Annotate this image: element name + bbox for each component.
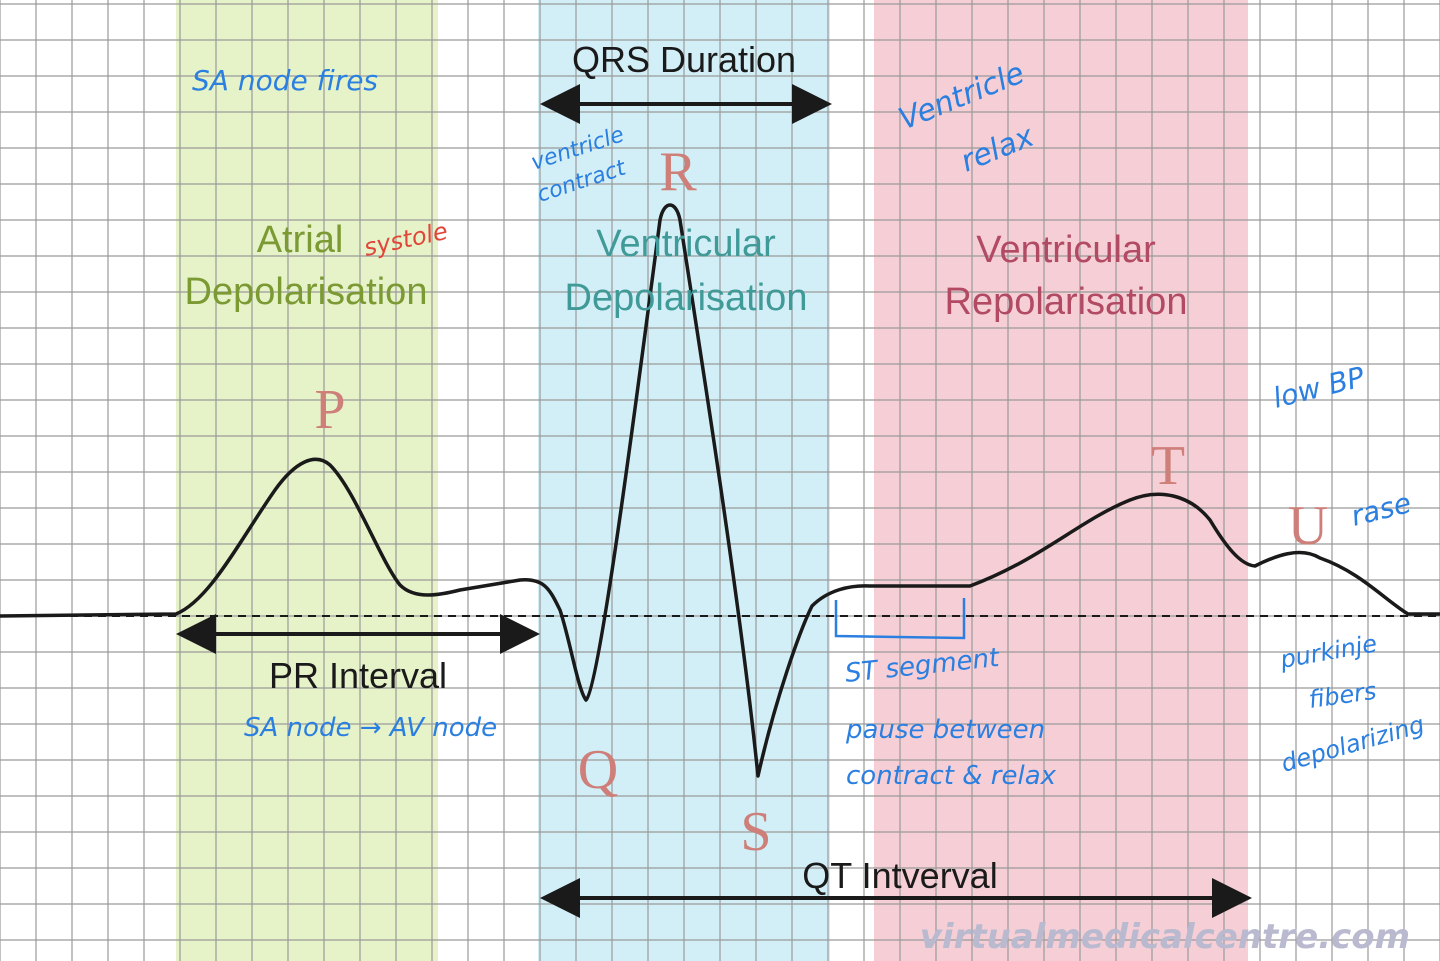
atrial-title-line2: Depolarisation [185, 271, 428, 313]
qt-interval-label: QT Intverval [802, 855, 997, 896]
atrial-title-line1: Atrial [257, 219, 344, 261]
ventricular-repol-title-line1: Ventricular [976, 229, 1156, 271]
wave-label-r: R [659, 141, 697, 203]
atrial-depolarisation-band [176, 0, 438, 961]
wave-label-p: P [314, 379, 345, 441]
qrs-duration-label: QRS Duration [572, 39, 796, 80]
annotation-purkinje-line2: fibers [1307, 677, 1378, 714]
annotation-sa-node-fires: SA node fires [192, 64, 378, 97]
wave-label-s: S [740, 801, 771, 863]
annotation-purkinje-line1: purkinje [1277, 629, 1379, 674]
wave-label-q: Q [578, 739, 618, 801]
ventricular-depol-title-line2: Depolarisation [565, 277, 808, 319]
annotation-low-bp: low BP [1270, 360, 1368, 414]
annotation-purkinje-line3: depolarizing [1278, 710, 1428, 778]
ventricular-repolarisation-band [874, 0, 1248, 961]
watermark: virtualmedicalcentre.com [920, 917, 1410, 957]
wave-label-t: T [1151, 435, 1185, 497]
annotation-pause-line1: pause between [845, 715, 1045, 745]
wave-label-u: U [1288, 495, 1328, 557]
ventricular-depol-title-line1: Ventricular [596, 223, 776, 265]
region-bands [176, 0, 1248, 961]
pr-interval-label: PR Interval [269, 655, 447, 696]
ecg-waveform [0, 203, 1440, 778]
st-segment-bracket [834, 598, 966, 640]
ventricular-repol-title-line2: Repolarisation [945, 281, 1188, 323]
interval-arrows [176, 84, 1252, 918]
annotation-sa-to-av: SA node → AV node [244, 713, 497, 743]
annotation-pause-line2: contract & relax [846, 761, 1057, 791]
